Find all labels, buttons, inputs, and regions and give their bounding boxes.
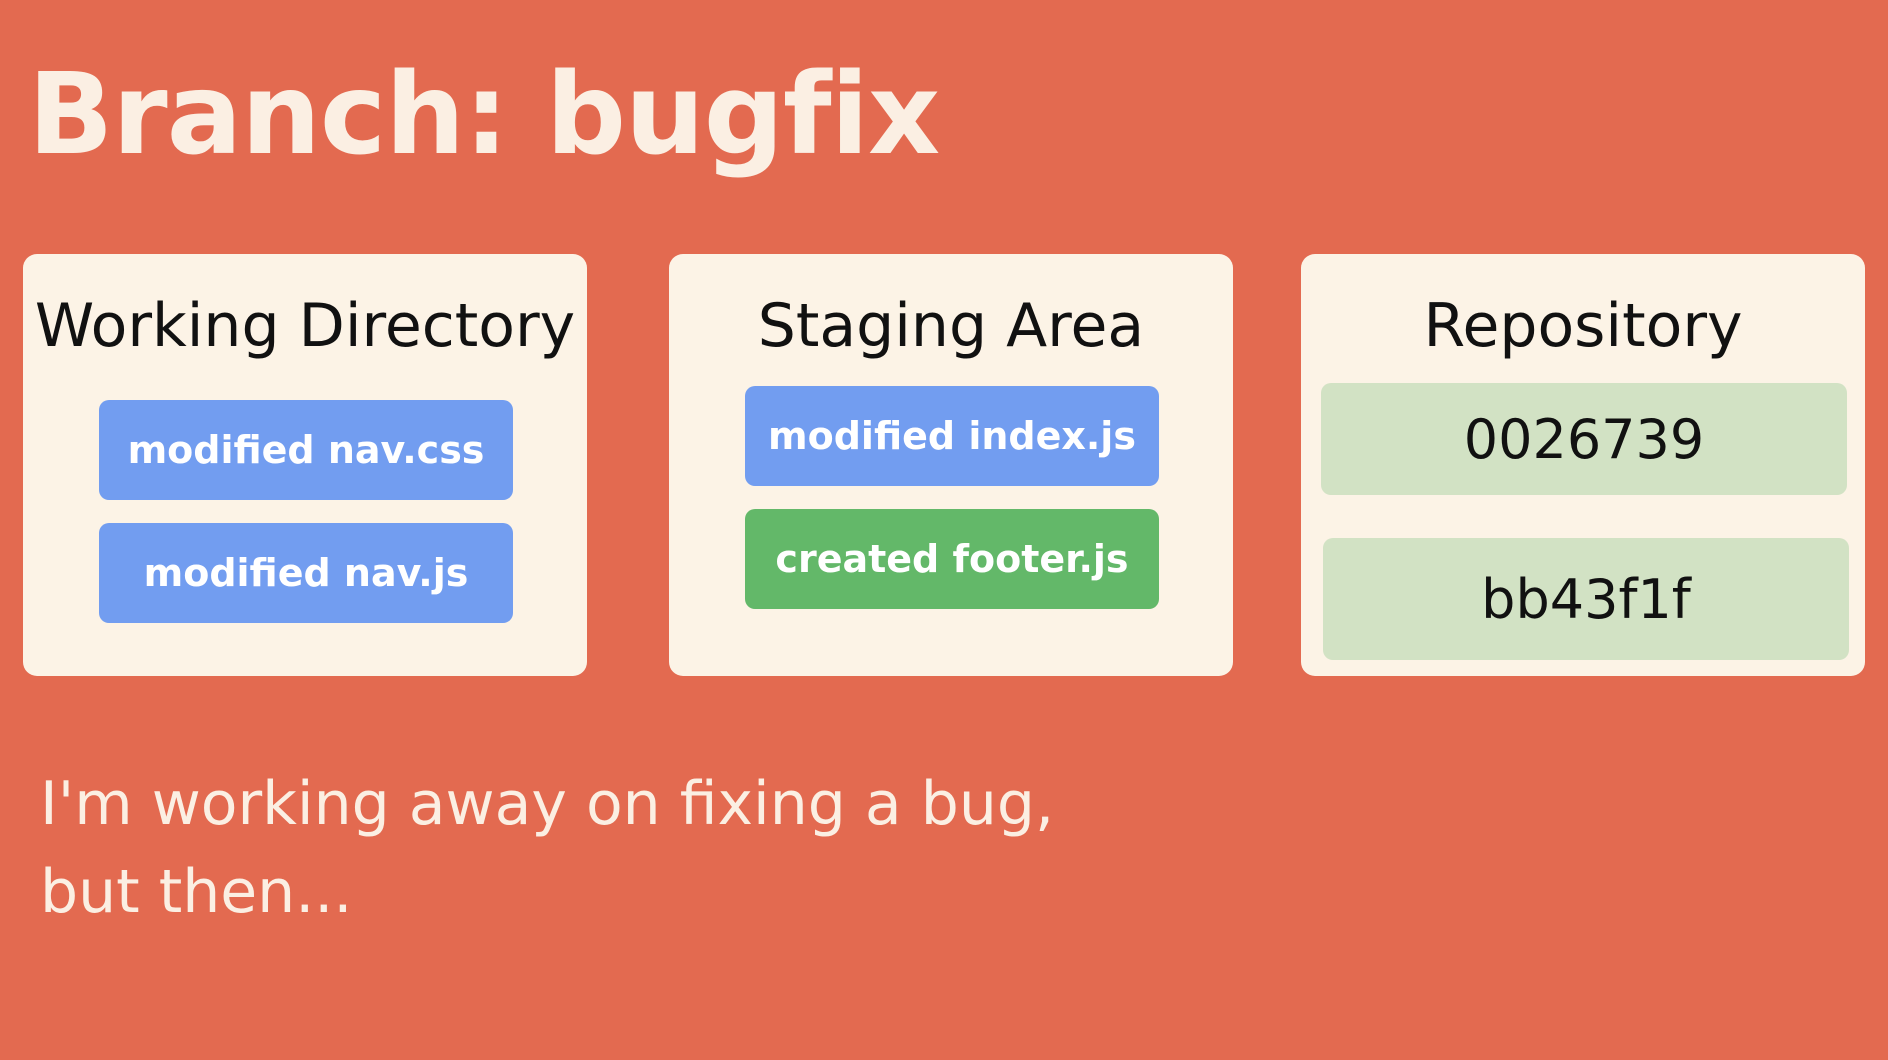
repository-panel: Repository 0026739 bb43f1f xyxy=(1301,254,1865,676)
working-directory-panel: Working Directory modified nav.css modif… xyxy=(23,254,587,676)
file-modified-index-js: modified index.js xyxy=(745,386,1159,486)
branch-title: Branch: bugfix xyxy=(28,50,940,180)
commit-bb43f1f: bb43f1f xyxy=(1323,538,1849,660)
staging-area-title: Staging Area xyxy=(757,291,1145,361)
caption: I'm working away on fixing a bug, but th… xyxy=(40,760,1054,936)
working-directory-title: Working Directory xyxy=(34,291,576,361)
staging-area-panel: Staging Area modified index.js created f… xyxy=(669,254,1233,676)
caption-line-2: but then... xyxy=(40,857,353,927)
file-modified-nav-css: modified nav.css xyxy=(99,400,513,500)
file-modified-nav-js: modified nav.js xyxy=(99,523,513,623)
caption-line-1: I'm working away on fixing a bug, xyxy=(40,769,1055,839)
repository-title: Repository xyxy=(1423,291,1743,361)
file-created-footer-js: created footer.js xyxy=(745,509,1159,609)
commit-0026739: 0026739 xyxy=(1321,383,1847,495)
